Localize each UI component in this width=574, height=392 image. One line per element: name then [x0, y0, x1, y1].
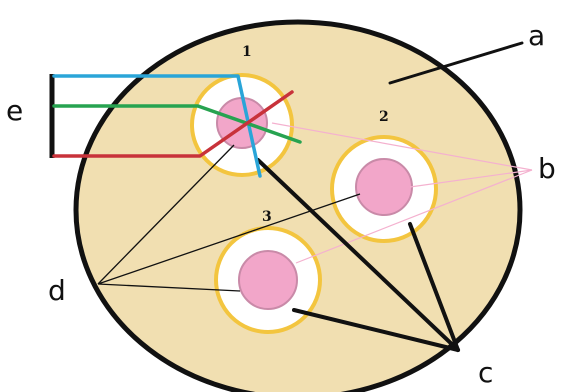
label-e: e: [6, 94, 23, 127]
core-3: [239, 251, 297, 309]
label-d: d: [48, 274, 66, 307]
core-2: [356, 159, 412, 215]
label-b: b: [538, 152, 556, 185]
structure-2: [332, 137, 436, 241]
label-c: c: [478, 356, 493, 389]
structure-3: [216, 228, 320, 332]
number-3: 3: [262, 209, 272, 225]
number-1: 1: [242, 44, 252, 60]
number-2: 2: [379, 109, 389, 125]
label-a: a: [528, 19, 545, 52]
